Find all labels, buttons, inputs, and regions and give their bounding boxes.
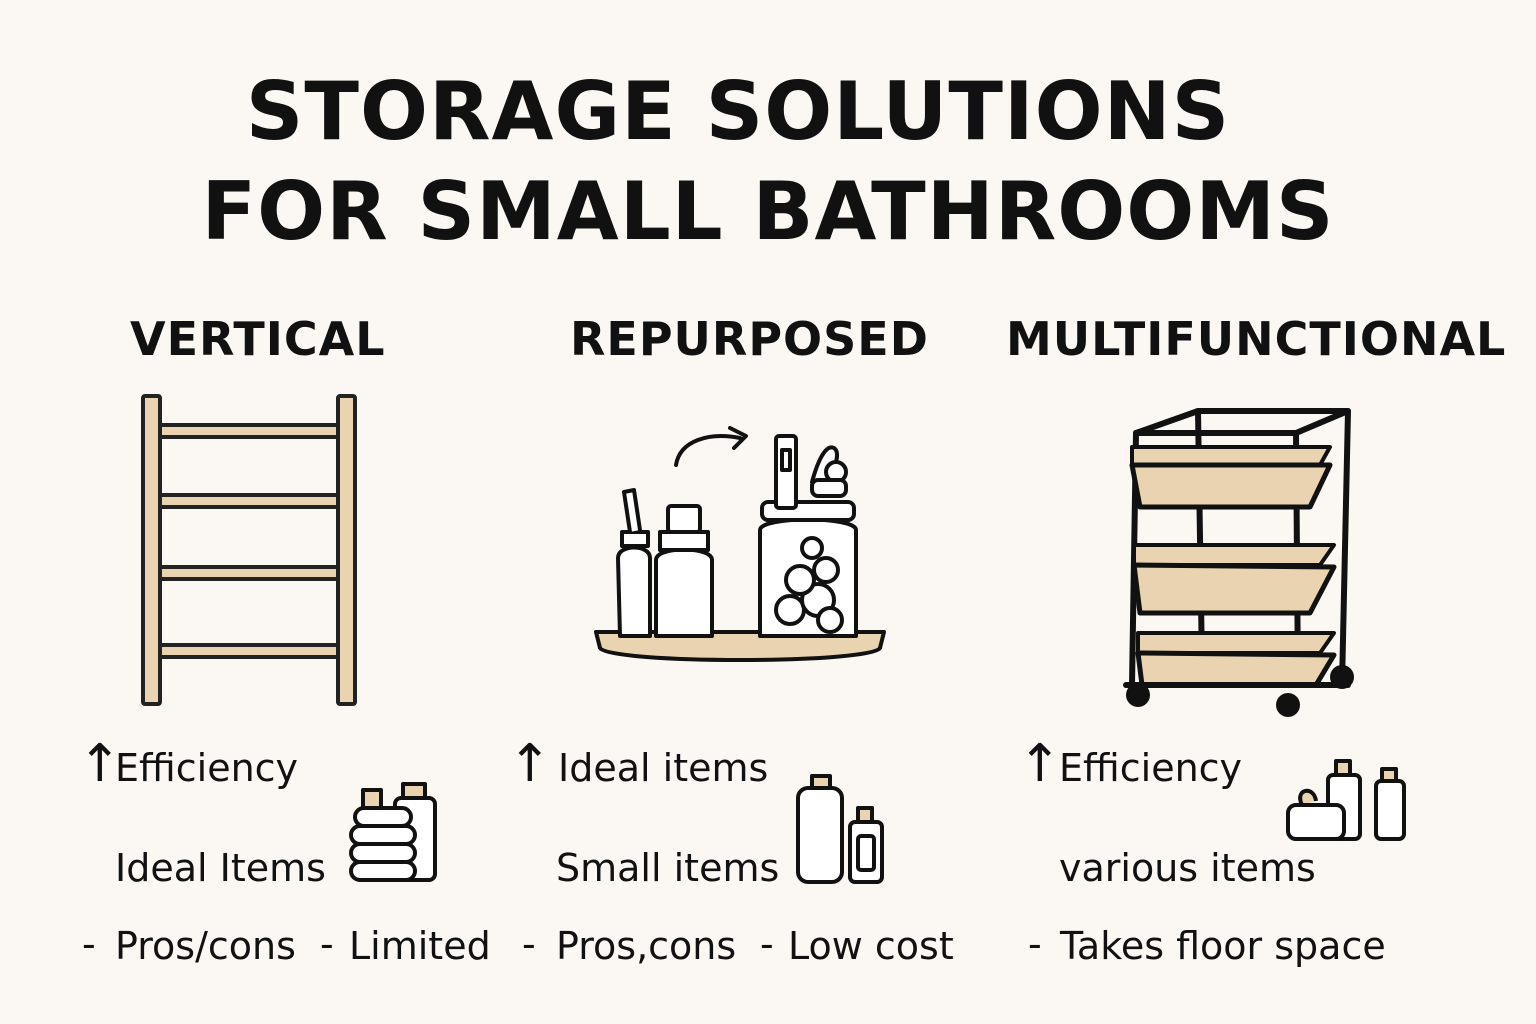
page-title: STORAGE SOLUTIONS FOR SMALL BATHROOMS [0,62,1536,262]
heading-repurposed: REPURPOSED [570,312,929,366]
heading-vertical: VERTICAL [130,312,386,366]
vertical-line1: Efficiency [115,746,299,790]
vertical-limited: Limited [349,924,491,968]
up-arrow-icon: ↑ [1018,734,1062,794]
up-arrow-icon: ↑ [508,734,552,794]
title-line-2: FOR SMALL BATHROOMS [201,165,1335,258]
repurposed-line2: Small items [556,846,780,890]
up-arrow-icon: ↑ [78,734,122,794]
jars-on-tray-icon [594,426,886,662]
repurposed-low-cost: Low cost [788,924,954,968]
rolling-cart-icon [1123,408,1354,717]
dash-marker: - [522,922,536,966]
multifunctional-line1: Efficiency [1059,746,1243,790]
multifunctional-takes-floor-space: Takes floor space [1060,924,1386,968]
heading-multifunctional: MULTIFUNCTIONAL [1006,312,1507,366]
towels-and-bottle-icon [349,782,437,882]
dash-marker: - [1028,922,1042,966]
repurposed-line1: Ideal items [558,746,769,790]
ladder-shelf-icon [141,394,357,706]
bottles-icon [796,774,884,884]
title-line-1: STORAGE SOLUTIONS [245,65,1231,158]
multifunctional-line2: various items [1059,846,1316,890]
vertical-pros-cons: Pros/cons [115,924,296,968]
vertical-line2: Ideal Items [115,846,326,890]
dash-marker: - [82,922,96,966]
toiletries-icon [1286,759,1406,841]
repurposed-pros-cons: Pros,cons [556,924,737,968]
dash-marker: - [320,922,334,966]
dash-marker: - [760,922,774,966]
